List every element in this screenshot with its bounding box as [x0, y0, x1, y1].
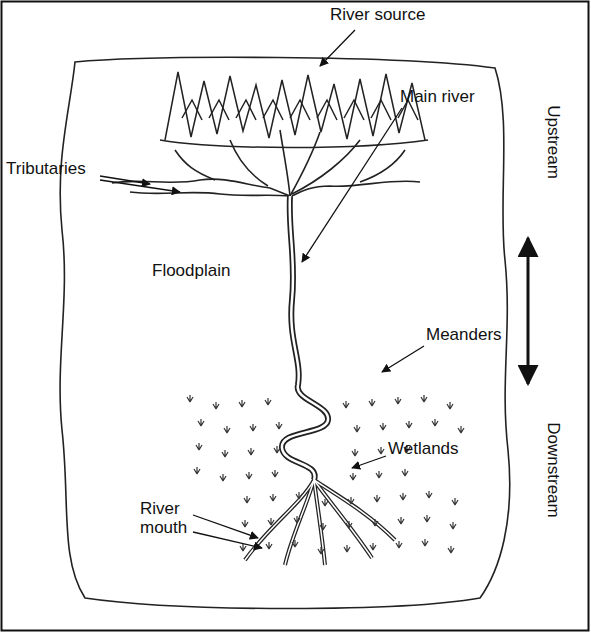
part-label: Floodplain	[152, 262, 230, 281]
flow-direction-arrow	[527, 238, 530, 384]
direction-label: Upstream	[544, 105, 563, 179]
main-river	[245, 196, 395, 565]
part-label: Wetlands	[388, 440, 459, 459]
tributaries-lines	[112, 130, 420, 196]
basin-outline	[60, 57, 510, 608]
part-label: River mouth	[140, 500, 196, 537]
part-label: Main river	[400, 88, 475, 107]
part-label: Tributaries	[6, 160, 86, 179]
part-label: River source	[330, 6, 425, 25]
mountains	[160, 72, 428, 148]
leader-lines	[100, 30, 424, 548]
part-label: Meanders	[426, 326, 502, 345]
direction-label: Downstream	[544, 422, 563, 517]
wetland-marks	[187, 395, 464, 554]
